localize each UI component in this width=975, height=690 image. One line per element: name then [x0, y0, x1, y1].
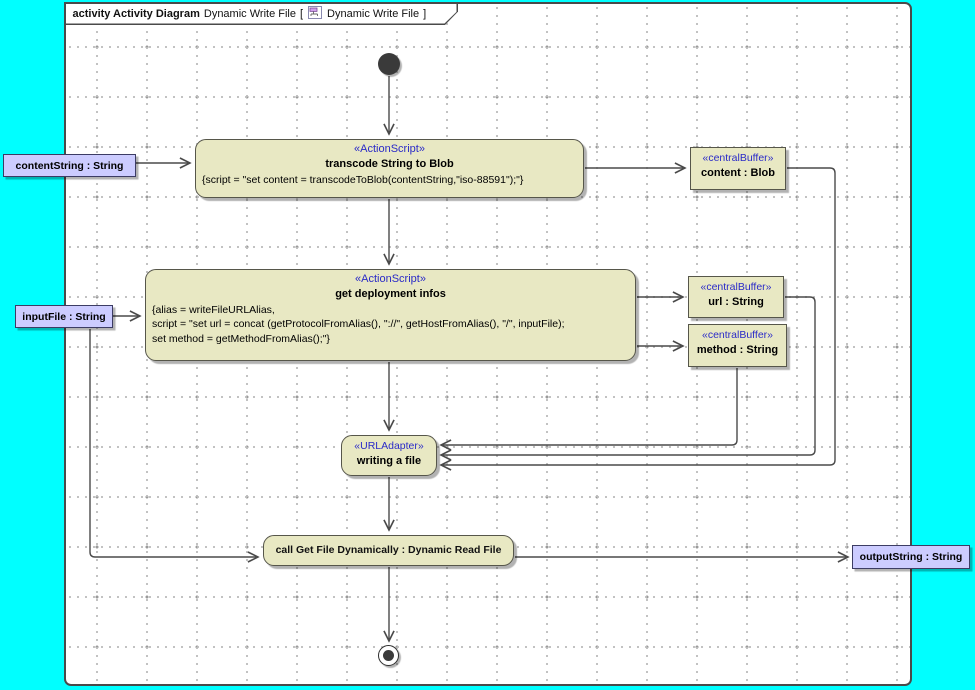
central-buffer-content[interactable]: «centralBuffer» content : Blob [690, 147, 786, 190]
action-get-deployment-infos[interactable]: «ActionScript» get deployment infos {ali… [145, 269, 636, 361]
stereotype-label: «ActionScript» [355, 273, 426, 285]
activity-parameter-inputfile[interactable]: inputFile : String [15, 305, 113, 328]
action-name: transcode String to Blob [325, 158, 454, 171]
parameter-label: outputString : String [859, 551, 963, 563]
action-name: writing a file [356, 454, 422, 467]
activity-parameter-outputstring[interactable]: outputString : String [852, 545, 970, 569]
action-name: get deployment infos [335, 288, 446, 301]
frame-label-tab[interactable]: activity Activity Diagram Dynamic Write … [64, 2, 458, 25]
action-body-line: {alias = writeFileURLAlias, [152, 303, 275, 316]
initial-node[interactable] [378, 53, 400, 75]
frame-bracket-close: ] [423, 7, 427, 20]
edge-method-to-urladapter[interactable] [441, 368, 738, 445]
edge-inputfile-to-call[interactable] [89, 329, 258, 557]
stereotype-label: «centralBuffer» [702, 152, 774, 164]
action-body-line: {script = "set content = transcodeToBlob… [202, 173, 524, 186]
activity-diagram-icon [308, 6, 322, 22]
stereotype-label: «centralBuffer» [701, 329, 774, 341]
call-behavior-action[interactable]: call Get File Dynamically : Dynamic Read… [263, 535, 514, 566]
buffer-name: method : String [696, 344, 779, 357]
stereotype-label: «centralBuffer» [700, 281, 772, 293]
edge-content-to-urladapter[interactable] [441, 167, 836, 465]
stereotype-label: «URLAdapter» [354, 440, 424, 452]
frame-kind-label: activity Activity Diagram [72, 7, 200, 20]
parameter-label: contentString : String [15, 159, 124, 172]
buffer-name: content : Blob [701, 167, 775, 180]
action-transcode-string-to-blob[interactable]: «ActionScript» transcode String to Blob … [195, 139, 584, 198]
parameter-label: inputFile : String [22, 310, 106, 323]
stereotype-label: «ActionScript» [354, 143, 425, 155]
central-buffer-method[interactable]: «centralBuffer» method : String [688, 324, 787, 367]
activity-parameter-contentstring[interactable]: contentString : String [3, 154, 136, 177]
frame-inner-name: Dynamic Write File [327, 7, 420, 20]
action-writing-a-file[interactable]: «URLAdapter» writing a file [341, 435, 437, 476]
action-body-line: script = "set url = concat (getProtocolF… [152, 318, 565, 331]
activity-final-node[interactable] [378, 645, 399, 666]
edge-url-to-urladapter[interactable] [441, 296, 816, 455]
activity-final-dot [383, 650, 394, 661]
buffer-name: url : String [708, 296, 764, 309]
central-buffer-url[interactable]: «centralBuffer» url : String [688, 276, 784, 318]
call-action-name: call Get File Dynamically : Dynamic Read… [275, 544, 502, 557]
action-body-line: set method = getMethodFromAlias();"} [152, 333, 330, 346]
frame-bracket-open: [ [299, 7, 304, 20]
frame-diagram-name: Dynamic Write File [203, 7, 296, 20]
